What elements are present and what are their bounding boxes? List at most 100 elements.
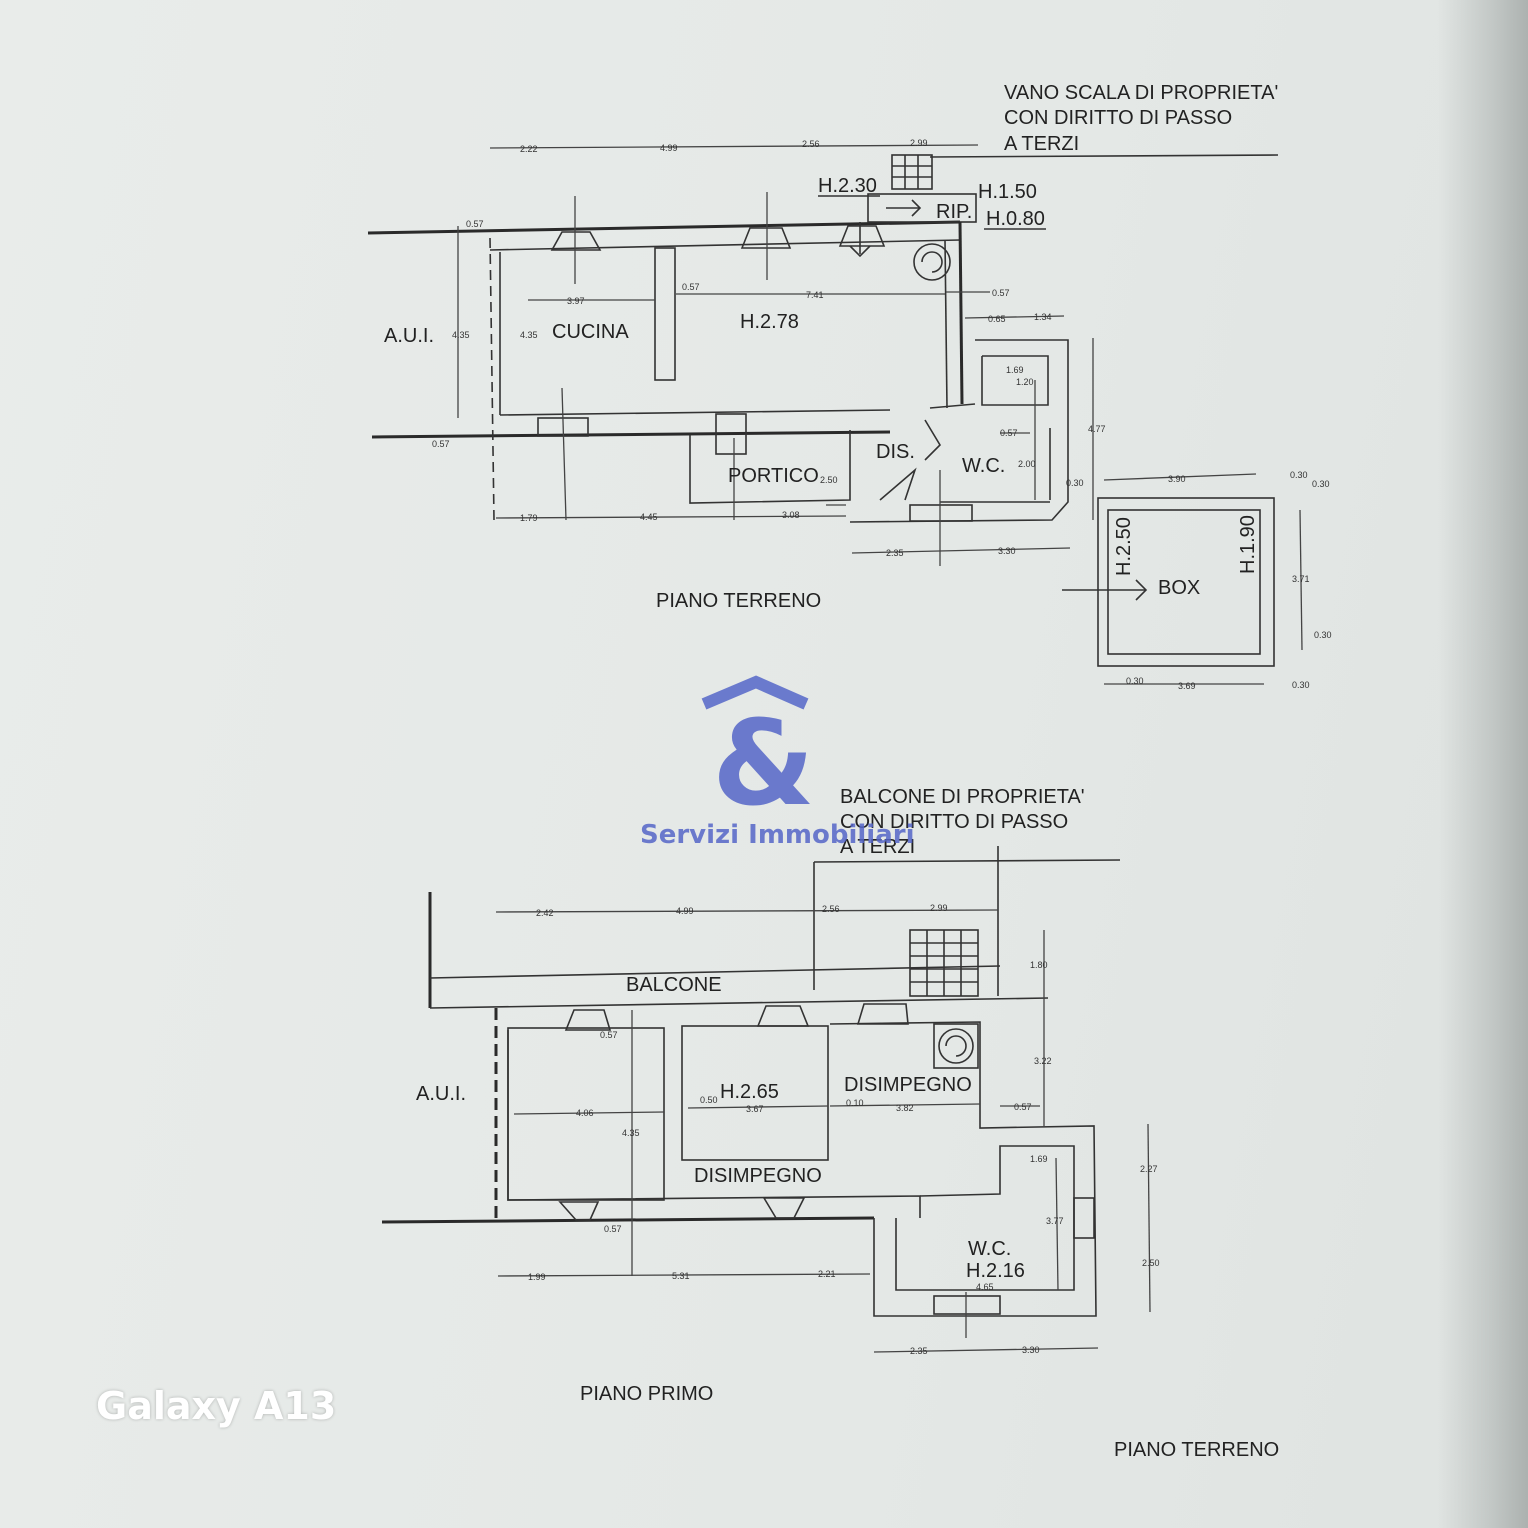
dim-inner-4: 7.41 [806, 290, 824, 300]
dim-1f-inner-7: 3.82 [896, 1103, 914, 1113]
boiler-arrow-1f [945, 1035, 967, 1057]
dim-line [964, 315, 1065, 319]
wall-dis [929, 403, 976, 409]
label-wc-ground: W.C. [962, 455, 1005, 477]
dim-top-3: 2.56 [802, 139, 820, 149]
dim-inner-8: 0.57 [432, 439, 450, 449]
window-1 [550, 231, 602, 251]
dim-inner-14: 2.00 [1018, 459, 1036, 469]
boiler-box [933, 1023, 979, 1069]
balcony-rail-bottom [429, 997, 1049, 1009]
camera-watermark: Galaxy A13 [96, 1384, 337, 1428]
stair-note-leader [929, 154, 1279, 158]
south-wall-1f [381, 1216, 875, 1224]
label-h216: H.2.16 [966, 1260, 1025, 1282]
box-dim-4: 0.30 [1312, 479, 1330, 489]
logo-roof-icon [701, 675, 809, 710]
wall-east [958, 221, 964, 405]
box-dim-1: 0.30 [1066, 478, 1084, 488]
bottom-dim-line [495, 515, 847, 519]
footer-label: PIANO TERRENO [1114, 1439, 1279, 1461]
dim-inner-13: 0.57 [1000, 428, 1018, 438]
box-dim-3: 0.30 [1290, 470, 1308, 480]
dim-1f-top-3: 2.56 [822, 904, 840, 914]
top-dim-line-1f [495, 909, 999, 913]
window-1f-5 [762, 1197, 806, 1219]
dim-1f-inner-13: 4.65 [976, 1282, 994, 1292]
label-balcone: BALCONE [626, 974, 722, 996]
dim-1f-inner-11: 1.69 [1030, 1154, 1048, 1164]
logo-text: Servizi Immobiliari [640, 820, 915, 850]
balcony-note-line2: CON DIRITTO DI PASSO [840, 811, 1068, 833]
label-portico: PORTICO [728, 465, 819, 487]
window-1f-2 [756, 1005, 810, 1027]
box-dim-5: 3.71 [1292, 574, 1310, 584]
label-h080: H.0.80 [986, 208, 1045, 230]
dim-1f-inner-10: 3.22 [1034, 1056, 1052, 1066]
label-wc-first: W.C. [968, 1238, 1011, 1260]
stair-note-line2: CON DIRITTO DI PASSO [1004, 107, 1232, 129]
dim-1f-inner-14: 0.57 [604, 1224, 622, 1234]
dim-1f-bottom-4: 2.35 [910, 1346, 928, 1356]
dim-1f-inner-3: 4.35 [622, 1128, 640, 1138]
label-rip: RIP. [936, 201, 972, 223]
dim-line [687, 1105, 829, 1109]
box-dim-6: 0.30 [1314, 630, 1332, 640]
stairs-ground [891, 154, 933, 190]
wall-south [371, 430, 891, 439]
box-dim-8: 3.69 [1178, 681, 1196, 691]
label-h150: H.1.50 [978, 181, 1037, 203]
room-1f-west [507, 1027, 665, 1201]
label-dis: DIS. [876, 441, 915, 463]
box-dim-7: 0.30 [1126, 676, 1144, 686]
bottom-dim-line-2 [851, 547, 1071, 554]
label-aui-ground: A.U.I. [384, 325, 434, 347]
wall-north-inner [489, 239, 961, 251]
wall-east-inner [944, 239, 948, 409]
east-outline-1f [829, 1021, 1097, 1317]
boiler-icon [913, 243, 951, 281]
boiler-icon-1f [938, 1028, 974, 1064]
dim-inner-16: 2.50 [820, 475, 838, 485]
dim-1f-bottom-2: 5.31 [672, 1271, 690, 1281]
bottom-dim-line-1f [497, 1273, 871, 1277]
balcony-note-line1: BALCONE DI PROPRIETA' [840, 786, 1085, 808]
dim-1f-top-4: 2.99 [930, 903, 948, 913]
balcony-note-line3: A TERZI [840, 836, 915, 858]
dim-1f-bottom-1: 1.99 [528, 1272, 546, 1282]
dim-bottom-4: 2.35 [886, 548, 904, 558]
label-height-main: H.2.78 [740, 311, 799, 333]
dim-1f-inner-15: 2.27 [1140, 1164, 1158, 1174]
page-edge-shadow [1438, 0, 1528, 1528]
dis-door [924, 419, 942, 461]
window-1f-4 [558, 1201, 600, 1221]
label-box-h190: H.1.90 [1237, 515, 1259, 574]
label-box: BOX [1158, 577, 1200, 599]
dim-1f-inner-1: 0.57 [600, 1030, 618, 1040]
dim-1f-inner-5: 3.67 [746, 1104, 764, 1114]
label-box-h250: H.2.50 [1113, 517, 1135, 576]
dim-bottom-3: 3.08 [782, 510, 800, 520]
dim-bottom-2: 4.45 [640, 512, 658, 522]
portico-outline [689, 430, 851, 504]
box-garage-inner [1107, 509, 1261, 655]
window-1f-3 [856, 1003, 909, 1025]
title-first-floor: PIANO PRIMO [580, 1383, 713, 1405]
dim-inner-5: 0.57 [992, 288, 1010, 298]
wc-outline-1f [895, 1145, 1075, 1291]
dim-top-4: 2.99 [910, 138, 928, 148]
dim-top-1: 2.22 [520, 144, 538, 154]
dim-inner-15: 4.77 [1088, 424, 1106, 434]
wc-side-window [1073, 1197, 1095, 1239]
window-6 [909, 504, 973, 522]
logo-ampersand-icon: & [712, 694, 815, 832]
partition-cucina [654, 247, 676, 381]
balcony-rail-top [429, 965, 1001, 979]
boiler-arrow [921, 251, 943, 273]
room-1f-h265 [681, 1025, 829, 1161]
balcony-note-leader [813, 859, 1121, 863]
stair-note-line3: A TERZI [1004, 133, 1079, 155]
label-disimpegno-2: DISIMPEGNO [694, 1165, 822, 1187]
box-dim-2: 3.90 [1168, 474, 1186, 484]
